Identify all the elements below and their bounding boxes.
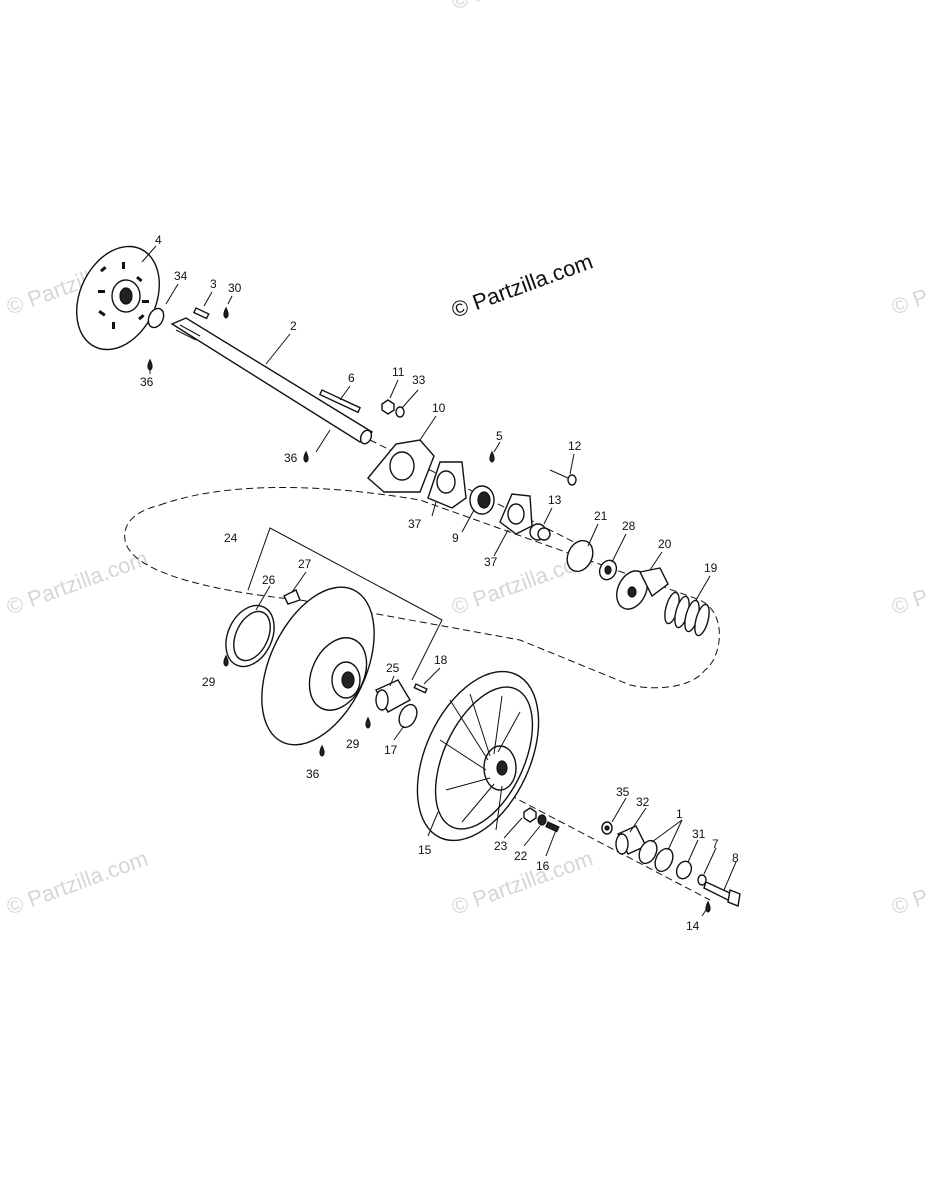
- assembly-outline: [124, 487, 720, 689]
- part-ring: [225, 604, 275, 668]
- watermark: © Partzilla.com: [448, 0, 596, 15]
- callout-2: 2: [290, 319, 297, 333]
- part-nut-23: [523, 807, 537, 823]
- part-spring: [664, 591, 710, 637]
- callout-28: 28: [622, 519, 636, 533]
- part-bolt-8: [703, 881, 741, 907]
- callout-27: 27: [298, 557, 312, 571]
- main-watermark: © Partzilla.com: [448, 249, 596, 323]
- callout-4: 4: [155, 233, 162, 247]
- part-o-ring: [147, 307, 165, 329]
- callout-5: 5: [496, 429, 503, 443]
- callout-6: 6: [348, 371, 355, 385]
- part-ring-1b: [654, 847, 674, 873]
- callout-32: 32: [636, 795, 650, 809]
- watermark: © Partzilla.com: [3, 846, 151, 920]
- callout-8: 8: [732, 851, 739, 865]
- part-bolt-small: [549, 469, 577, 486]
- callout-29: 29: [346, 737, 360, 751]
- callout-23: 23: [494, 839, 508, 853]
- callout-35: 35: [616, 785, 630, 799]
- callout-37: 37: [484, 555, 498, 569]
- callout-34: 34: [174, 269, 188, 283]
- part-washer: [395, 406, 405, 418]
- callout-20: 20: [658, 537, 672, 551]
- callout-15: 15: [418, 843, 432, 857]
- part-slider-shoe: [283, 589, 301, 605]
- part-set-screw: [545, 821, 560, 833]
- callout-labels: 4 34 3 30 2 36 6 11 33 10 36 5 12 37 9 1…: [140, 233, 739, 933]
- part-spacer: [615, 825, 647, 855]
- part-bearing-flange-right: [499, 493, 533, 535]
- part-nut-22: [537, 814, 547, 826]
- callout-13: 13: [548, 493, 562, 507]
- grease-drops: [147, 306, 711, 913]
- part-cam: [616, 567, 669, 610]
- part-bearing: [469, 485, 495, 515]
- part-washer-31: [675, 860, 693, 880]
- callout-21: 21: [594, 509, 608, 523]
- callout-36: 36: [306, 767, 320, 781]
- callout-18: 18: [434, 653, 448, 667]
- watermark: © Partzilla.com: [888, 846, 927, 920]
- part-washer-7: [697, 874, 707, 886]
- callout-36: 36: [140, 375, 154, 389]
- callout-3: 3: [210, 277, 217, 291]
- callout-9: 9: [452, 531, 459, 545]
- callout-7: 7: [712, 837, 719, 851]
- part-shaft: [170, 317, 374, 445]
- callout-37: 37: [408, 517, 422, 531]
- callout-14: 14: [686, 919, 700, 933]
- part-nut: [381, 399, 395, 415]
- callout-22: 22: [514, 849, 528, 863]
- part-key-small: [192, 307, 210, 320]
- callout-10: 10: [432, 401, 446, 415]
- part-fixed-sheave: [75, 245, 161, 351]
- callout-11: 11: [392, 365, 405, 379]
- callout-12: 12: [568, 439, 582, 453]
- part-bushing: [529, 523, 551, 541]
- part-moveable-sheave: [261, 586, 375, 746]
- callout-30: 30: [228, 281, 242, 295]
- callout-31: 31: [692, 827, 706, 841]
- callout-33: 33: [412, 373, 426, 387]
- callout-36: 36: [284, 451, 298, 465]
- leader-lines: [141, 245, 737, 917]
- callout-19: 19: [704, 561, 718, 575]
- callout-25: 25: [386, 661, 400, 675]
- callout-1: 1: [676, 807, 683, 821]
- watermark: © Partzilla.com: [3, 546, 151, 620]
- part-snap-ring: [566, 539, 594, 573]
- callout-24: 24: [224, 531, 238, 545]
- callout-26: 26: [262, 573, 276, 587]
- part-drive-sheave: [416, 670, 540, 842]
- group-bracket-24: [247, 527, 443, 681]
- grease-drop-icon: [489, 450, 495, 463]
- callout-17: 17: [384, 743, 398, 757]
- axis-line-lower: [499, 789, 711, 901]
- part-key-18: [413, 683, 428, 694]
- callout-29: 29: [202, 675, 216, 689]
- watermark: © Partzilla.com: [888, 246, 927, 320]
- callout-16: 16: [536, 859, 550, 873]
- part-bearing-flange-left: [427, 461, 467, 509]
- watermark: © Partzilla.com: [888, 546, 927, 620]
